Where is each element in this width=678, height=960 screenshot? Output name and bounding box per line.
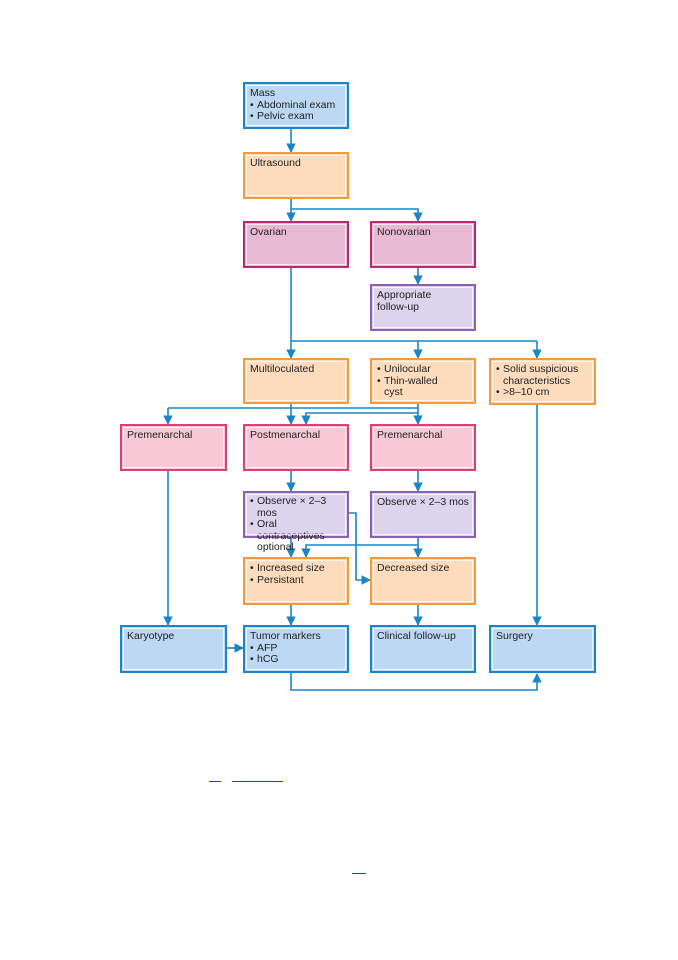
node-multiloculated: Multiloculated [243, 358, 349, 404]
node-nonovarian-title: Nonovarian [377, 226, 431, 238]
node-premenarchal-right-title: Premenarchal [377, 429, 443, 441]
node-surgery: Surgery [489, 625, 596, 673]
node-postmenarchal: Postmenarchal [243, 424, 349, 471]
arrow-ultrasound-nonovarian [291, 208, 423, 222]
node-observe-title: Observe × 2–3 mos [377, 496, 469, 508]
footnote-link-mark[interactable] [209, 781, 221, 782]
node-premenarchal-right: Premenarchal [370, 424, 476, 471]
node-increased-size: Increased size Persistant [243, 557, 349, 605]
node-tumor-markers-title: Tumor markers [250, 630, 321, 642]
footnote-link-mark[interactable] [352, 873, 366, 874]
node-increased-list: Increased size Persistant [250, 562, 342, 587]
node-mass: Mass Abdominal exam Pelvic exam [243, 82, 349, 129]
node-tumor-markers-item: AFP [250, 642, 342, 655]
node-observe: Observe × 2–3 mos [370, 491, 476, 538]
node-premenarchal-left: Premenarchal [120, 424, 227, 471]
node-decreased-size: Decreased size [370, 557, 476, 605]
node-appropriate-followup-line1: Appropriate [377, 289, 432, 301]
node-nonovarian: Nonovarian [370, 221, 476, 268]
node-observe-ocp: Observe × 2–3 mos Oral contraceptives op… [243, 491, 349, 553]
node-appropriate-followup: Appropriate follow-up [370, 284, 476, 331]
node-observe-ocp-item: Oral contraceptives optional [250, 518, 342, 554]
node-solid-suspicious: Solid suspicious characteristics >8–10 c… [489, 358, 596, 405]
node-multiloculated-title: Multiloculated [250, 363, 315, 375]
node-mass-item: Abdominal exam [250, 99, 342, 112]
node-clinical-followup-title: Clinical follow-up [377, 630, 456, 642]
node-ultrasound: Ultrasound [243, 152, 349, 199]
node-unilocular-item: Thin-walled cyst [377, 375, 446, 399]
arrow-observeocp-decreased [348, 512, 371, 585]
node-appropriate-followup-line2: follow-up [377, 300, 420, 313]
node-tumor-markers: Tumor markers AFP hCG [243, 625, 349, 673]
node-observe-ocp-item: Observe × 2–3 mos [250, 495, 342, 519]
node-decreased-title: Decreased size [377, 562, 450, 574]
node-clinical-followup: Clinical follow-up [370, 625, 476, 673]
node-surgery-title: Surgery [496, 630, 533, 642]
node-ovarian: Ovarian [243, 221, 349, 268]
node-premenarchal-left-title: Premenarchal [127, 429, 193, 441]
arrow-tumor-surgery [290, 673, 542, 691]
node-postmenarchal-title: Postmenarchal [250, 429, 321, 441]
arrow-unilocular-postmenarchal [301, 412, 418, 425]
node-observe-ocp-list: Observe × 2–3 mos Oral contraceptives op… [250, 495, 342, 554]
node-karyotype-title: Karyotype [127, 630, 175, 642]
node-ultrasound-title: Ultrasound [250, 157, 301, 169]
node-increased-item: Persistant [250, 574, 342, 587]
node-solid-list: Solid suspicious characteristics >8–10 c… [496, 363, 589, 399]
node-solid-item: >8–10 cm [496, 386, 589, 399]
node-unilocular-item: Unilocular [377, 363, 469, 376]
node-unilocular-list: Unilocular Thin-walled cyst [377, 363, 469, 399]
node-mass-item: Pelvic exam [250, 110, 342, 123]
node-increased-item: Increased size [250, 562, 342, 575]
node-solid-item: Solid suspicious characteristics [496, 363, 589, 387]
node-unilocular: Unilocular Thin-walled cyst [370, 358, 476, 404]
node-ovarian-title: Ovarian [250, 226, 287, 238]
node-karyotype: Karyotype [120, 625, 227, 673]
reference-link-mark[interactable] [232, 781, 283, 782]
node-mass-title: Mass [250, 87, 276, 99]
node-tumor-markers-item: hCG [250, 653, 342, 666]
node-tumor-markers-list: AFP hCG [250, 642, 342, 666]
node-mass-list: Abdominal exam Pelvic exam [250, 99, 342, 123]
